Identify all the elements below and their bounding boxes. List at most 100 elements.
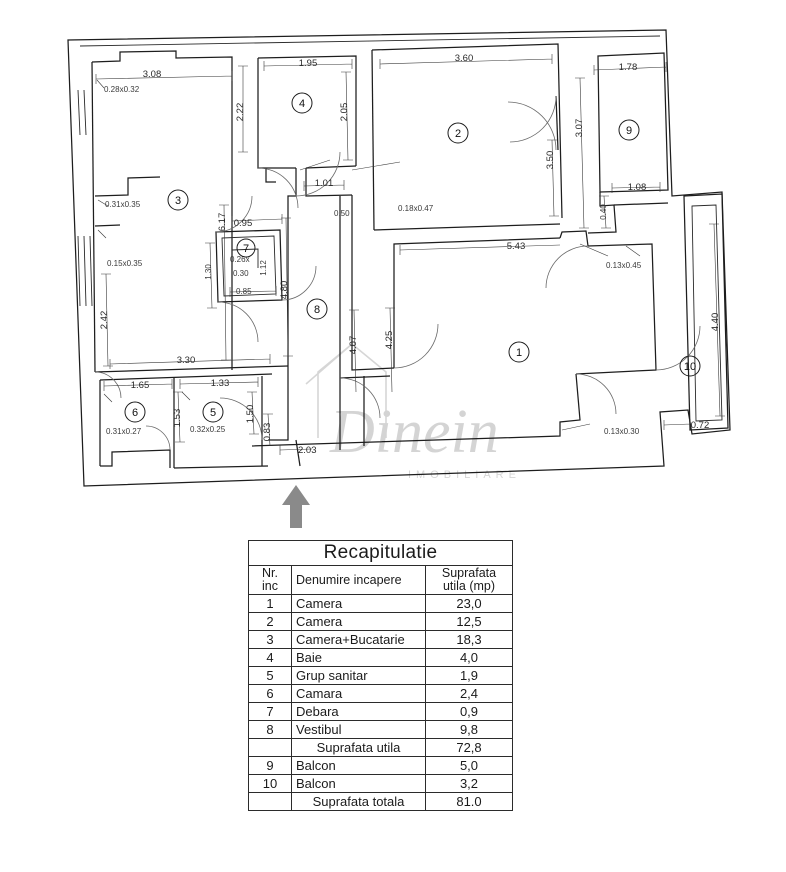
- cell-area: 12,5: [425, 612, 513, 632]
- cell-nr: [248, 738, 292, 758]
- entrance-arrow: [282, 485, 310, 528]
- cell-area: 0,9: [425, 702, 513, 722]
- header-nr-line2: inc: [262, 579, 278, 594]
- watermark-subtitle: IMOBILIARE: [408, 469, 521, 481]
- cell-area: 2,4: [425, 684, 513, 704]
- cell-nr: 4: [248, 648, 292, 668]
- cell-name: Camera: [291, 612, 426, 632]
- room-label-9: 9: [626, 125, 632, 137]
- header-area-line1: Suprafata: [441, 566, 497, 580]
- cell-nr: 2: [248, 612, 292, 632]
- room-marker-8: 8: [306, 298, 328, 320]
- dim-1-08: 1.08: [628, 182, 647, 193]
- cell-name: Vestibul: [291, 720, 426, 740]
- room-label-8: 8: [314, 304, 320, 316]
- room-marker-9: 9: [618, 119, 640, 141]
- room-label-7: 7: [243, 243, 249, 255]
- room-marker-2: 2: [447, 122, 469, 144]
- dim-2-42: 2.42: [99, 311, 110, 330]
- dim-1-50: 1.50: [245, 405, 256, 424]
- room-label-10: 10: [684, 361, 696, 373]
- room-label-1: 1: [516, 347, 522, 359]
- dim-0-18x0-47: 0.18x0.47: [398, 204, 434, 213]
- dim-1-95: 1.95: [299, 58, 318, 69]
- dim-1-30: 1.30: [204, 264, 213, 280]
- outer-walls: [67, 29, 731, 487]
- dim-3-60: 3.60: [455, 53, 474, 64]
- table-title-row: Recapitulatie: [248, 540, 513, 566]
- room-label-3: 3: [175, 195, 181, 207]
- dim-0-31x0-27: 0.31x0.27: [106, 427, 142, 436]
- cell-subtotal-label: Suprafata utila: [291, 738, 426, 758]
- dim-1-12: 1.12: [259, 260, 268, 276]
- dimension-labels: 3.08 0.28x0.32 2.22 1.95 2.05 3.60 1.78 …: [99, 53, 721, 456]
- dim-2-03: 2.03: [298, 445, 317, 456]
- cell-name: Camara: [291, 684, 426, 704]
- table-title: Recapitulatie: [248, 540, 513, 566]
- cell-area: 4,0: [425, 648, 513, 668]
- dim-3-30: 3.30: [177, 355, 196, 366]
- dim-0-85: 0.85: [236, 287, 252, 296]
- recapitulation-table-container: Recapitulatie Nr. inc Denumire incapere …: [248, 540, 513, 812]
- dim-3-08: 3.08: [143, 69, 162, 80]
- cell-name: Balcon: [291, 756, 426, 776]
- header-name: Denumire incapere: [291, 564, 426, 596]
- cell-area: 5,0: [425, 756, 513, 776]
- table-header-row: Nr. inc Denumire incapere Suprafata util…: [248, 564, 513, 596]
- header-area: Suprafata utila (mp): [425, 564, 513, 596]
- header-area-line2: utila (mp): [442, 579, 496, 594]
- dim-0-13x0-45: 0.13x0.45: [606, 261, 642, 270]
- dim-5-43: 5.43: [507, 241, 526, 252]
- dim-0-72: 0.72: [691, 420, 710, 431]
- dim-0-50: 0.50: [334, 209, 350, 218]
- room-marker-1: 1: [508, 341, 530, 363]
- dim-1-65: 1.65: [131, 380, 150, 391]
- dim-4-80: 4.80: [279, 281, 290, 300]
- watermark-brand: Dinein: [329, 398, 499, 466]
- cell-nr: 8: [248, 720, 292, 740]
- dim-3-50: 3.50: [545, 151, 556, 170]
- dim-0-32x0-25: 0.32x0.25: [190, 425, 226, 434]
- cell-name: Grup sanitar: [291, 666, 426, 686]
- room-marker-6: 6: [124, 401, 146, 423]
- cell-area: 9,8: [425, 720, 513, 740]
- dim-0-13x0-30: 0.13x0.30: [604, 427, 640, 436]
- room-label-4: 4: [299, 98, 305, 110]
- dim-4-25: 4.25: [384, 331, 395, 350]
- dim-1-01: 1.01: [315, 178, 334, 189]
- cell-nr: 7: [248, 702, 292, 722]
- dim-2-05: 2.05: [339, 103, 350, 122]
- room-label-2: 2: [455, 128, 461, 140]
- dim-0-40: 0.40: [599, 204, 608, 220]
- room-marker-4: 4: [291, 92, 313, 114]
- room-marker-3: 3: [167, 189, 189, 211]
- cell-name: Camera: [291, 594, 426, 614]
- dim-0-26x: 0.26x: [230, 255, 250, 264]
- dim-0-28x0-32: 0.28x0.32: [104, 85, 140, 94]
- dim-0-95: 0.95: [234, 218, 253, 229]
- cell-nr: 10: [248, 774, 292, 794]
- cell-area: 1,9: [425, 666, 513, 686]
- room-label-5: 5: [210, 407, 216, 419]
- floor-plan-drawing: Dinein IMOBILIARE: [67, 29, 731, 528]
- cell-nr: 5: [248, 666, 292, 686]
- cell-nr: 9: [248, 756, 292, 776]
- cell-total-label: Suprafata totala: [291, 792, 426, 812]
- dim-1-53: 1.53: [172, 409, 183, 428]
- dim-0-30: 0.30: [233, 269, 249, 278]
- dim-4-07: 4.07: [348, 336, 359, 355]
- cell-name: Debara: [291, 702, 426, 722]
- cell-area: 18,3: [425, 630, 513, 650]
- recapitulation-table: Recapitulatie Nr. inc Denumire incapere …: [248, 540, 513, 812]
- dim-0-15x0-35: 0.15x0.35: [107, 259, 143, 268]
- header-nr: Nr. inc: [248, 564, 292, 596]
